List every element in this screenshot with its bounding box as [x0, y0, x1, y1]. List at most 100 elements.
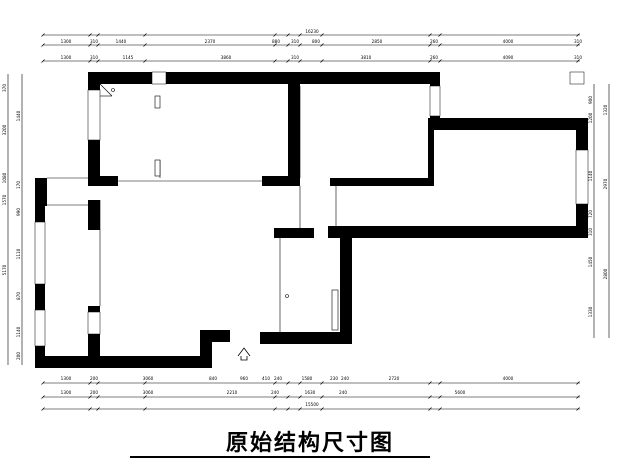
plan-title: 原始结构尺寸图 [225, 431, 394, 456]
wall-left-lower2 [88, 200, 100, 230]
walls [35, 72, 588, 368]
dimension-tick [88, 395, 92, 399]
wall-stubs [154, 95, 339, 331]
dimension-tick [298, 381, 302, 385]
dimension-tick [320, 407, 324, 411]
left-inner-dimensions: 1440 170 990 1110 870 1140 200 [16, 110, 21, 360]
title-underline [130, 456, 430, 458]
wall-bottom-mid [200, 330, 230, 342]
dimension-tick [428, 59, 432, 63]
dim-label: 1440 [116, 39, 127, 44]
dimension-tick [286, 43, 290, 47]
wall-interior-h2 [96, 176, 118, 186]
dimension-tick [438, 381, 442, 385]
dimension-tick [576, 407, 580, 411]
dimension-tick [96, 59, 100, 63]
dimension-tick [41, 43, 45, 47]
dim-label: 960 [240, 376, 248, 381]
wall-interior-v1 [288, 72, 300, 186]
dimension-tick [88, 407, 92, 411]
dim-label: 900 [588, 96, 593, 104]
dim-label: 4000 [503, 39, 514, 44]
dimension-tick [286, 407, 290, 411]
dim-label: 2370 [205, 39, 216, 44]
dim-label: 4000 [503, 376, 514, 381]
dimension-tick [298, 33, 302, 37]
dimension-tick [273, 381, 277, 385]
dim-label: 1300 [61, 55, 72, 60]
dim-label: 2850 [372, 39, 383, 44]
window-left-lower [87, 311, 101, 335]
door-marks [99, 83, 289, 298]
dim-label: 3200 [2, 124, 7, 135]
windows [34, 71, 589, 347]
dimension-tick [428, 407, 432, 411]
dim-label: 230 [330, 376, 338, 381]
dimension-tick [41, 395, 45, 399]
dim-label: 240 [339, 390, 347, 395]
dimension-tick [143, 59, 147, 63]
dim-label: 3060 [143, 376, 154, 381]
bottom-total-dimension: 15500 [305, 402, 319, 407]
dimension-tick [438, 407, 442, 411]
dim-label: 1300 [61, 376, 72, 381]
wall-interior-h1 [262, 176, 300, 186]
window-top-right [569, 71, 585, 85]
dimension-tick [298, 59, 302, 63]
dim-label: 1140 [588, 170, 593, 181]
dim-label: 1630 [305, 390, 316, 395]
dim-label: 260 [430, 55, 438, 60]
dim-label: 840 [209, 376, 217, 381]
up-arrow-icon [237, 347, 251, 361]
dim-label: 310 [291, 55, 299, 60]
dim-label: 260 [430, 39, 438, 44]
dim-label: 310 [574, 55, 582, 60]
wall-interior-h4 [330, 178, 430, 186]
dim-label: 1450 [588, 256, 593, 267]
dim-label: 240 [271, 390, 279, 395]
dimension-tick [286, 59, 290, 63]
dim-label: 880 [272, 39, 280, 44]
dim-label: 370 [2, 84, 7, 92]
dimension-tick [143, 33, 147, 37]
dimension-tick [273, 407, 277, 411]
dimension-tick [143, 43, 147, 47]
dimension-tick [320, 381, 324, 385]
wall-bottom-left [88, 356, 206, 368]
dimension-tick [438, 43, 442, 47]
dimension-tick [143, 395, 147, 399]
dimension-tick [96, 381, 100, 385]
dimension-tick [320, 395, 324, 399]
dimension-tick [273, 395, 277, 399]
dim-label: 310 [588, 228, 593, 236]
dimension-tick [41, 59, 45, 63]
thin-partitions [47, 86, 337, 332]
wall-balcony-bottom [35, 356, 100, 368]
dimension-tick [41, 381, 45, 385]
dim-label: 310 [90, 55, 98, 60]
dim-label: 2210 [227, 390, 238, 395]
dim-label: 1300 [61, 390, 72, 395]
wall-right-step [328, 226, 588, 238]
dimension-tick [576, 43, 580, 47]
dim-label: 1145 [123, 55, 134, 60]
dim-label: 1330 [588, 306, 593, 317]
dimension-tick [576, 59, 580, 63]
wall-interior-h3 [274, 228, 314, 238]
dimension-tick [273, 43, 277, 47]
dim-label: 1580 [302, 376, 313, 381]
dimension-tick [96, 43, 100, 47]
dimension-tick [41, 407, 45, 411]
wall-wing-top [430, 118, 588, 130]
dim-label: 310 [291, 39, 299, 44]
dimension-tick-marks [41, 33, 580, 411]
dim-label: 170 [16, 181, 21, 189]
dimension-tick [88, 43, 92, 47]
dimension-tick [428, 381, 432, 385]
dim-label: 240 [341, 376, 349, 381]
dimension-tick [88, 33, 92, 37]
dimension-tick [273, 59, 277, 63]
dimension-tick [320, 59, 324, 63]
dim-label: 1200 [588, 112, 593, 123]
